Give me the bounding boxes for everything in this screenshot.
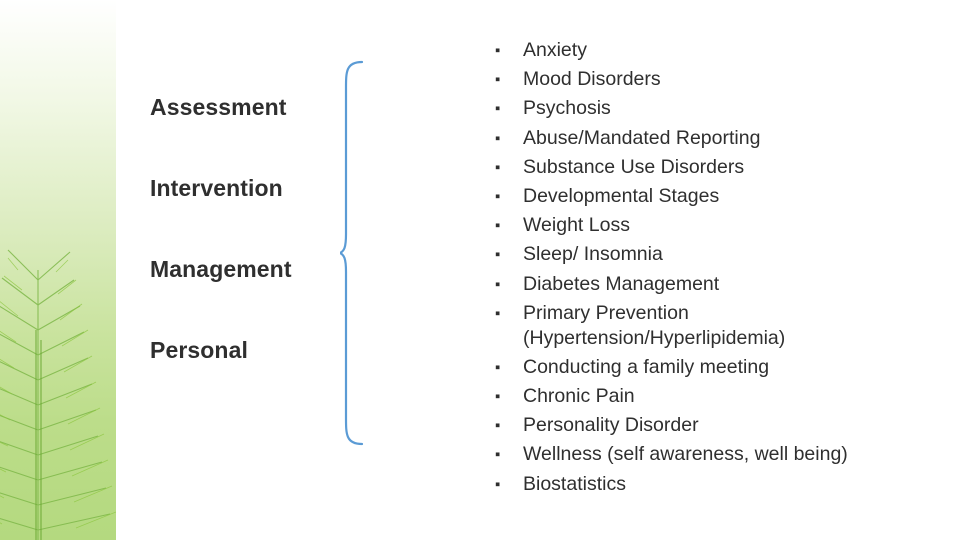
list-item: ▪ Chronic Pain	[495, 384, 945, 409]
list-item: ▪ Anxiety	[495, 38, 945, 63]
list-item-label: Anxiety	[523, 39, 587, 61]
list-item: ▪ Conducting a family meeting	[495, 355, 945, 380]
list-item: ▪ Psychosis	[495, 96, 945, 121]
list-item: ▪ Developmental Stages	[495, 184, 945, 209]
list-item-label: Primary Prevention (Hypertension/Hyperli…	[523, 301, 786, 349]
list-item-label: Developmental Stages	[523, 184, 720, 207]
list-item-label: Psychosis	[523, 97, 611, 120]
list-item-label: Chronic Pain	[523, 385, 635, 408]
category-label-assessment: Assessment	[150, 94, 287, 120]
category-label-personal: Personal	[150, 337, 248, 363]
list-item-label: Weight Loss	[523, 214, 630, 237]
list-item: ▪ Wellness (self awareness, well being)	[495, 442, 945, 467]
bullet-marker-icon: ▪	[495, 100, 501, 118]
list-item: ▪ Sleep/ Insomnia	[495, 242, 945, 267]
bullet-marker-icon: ▪	[495, 446, 501, 464]
list-item-label: Personality Disorder	[523, 414, 699, 437]
list-item: ▪ Primary Prevention (Hypertension/Hyper…	[495, 301, 945, 351]
list-item-label: Biostatistics	[523, 472, 626, 495]
bullet-marker-icon: ▪	[495, 417, 501, 435]
topic-bullet-list: ▪ Anxiety ▪ Mood Disorders ▪ Psychosis ▪…	[495, 38, 945, 501]
list-item: ▪ Substance Use Disorders	[495, 155, 945, 180]
category-label-intervention: Intervention	[150, 175, 283, 201]
list-item: ▪ Biostatistics	[495, 472, 945, 497]
bullet-marker-icon: ▪	[495, 129, 501, 147]
list-item: ▪ Personality Disorder	[495, 413, 945, 438]
tree-graphic-icon	[0, 249, 116, 540]
bullet-marker-icon: ▪	[495, 475, 501, 493]
bullet-marker-icon: ▪	[495, 71, 501, 89]
category-label-management: Management	[150, 256, 292, 282]
list-item-label: Wellness (self awareness, well being)	[523, 443, 848, 466]
bullet-marker-icon: ▪	[495, 42, 501, 59]
list-item-label: Conducting a family meeting	[523, 355, 770, 378]
list-item: ▪ Weight Loss	[495, 213, 945, 238]
bullet-marker-icon: ▪	[495, 358, 501, 376]
bullet-marker-icon: ▪	[495, 217, 501, 235]
list-item: ▪ Abuse/Mandated Reporting	[495, 126, 945, 151]
list-item-label: Sleep/ Insomnia	[523, 243, 663, 266]
bullet-marker-icon: ▪	[495, 158, 501, 176]
category-label-list: Assessment Intervention Management Perso…	[150, 96, 360, 362]
list-item: ▪ Mood Disorders	[495, 67, 945, 92]
bullet-marker-icon: ▪	[495, 388, 501, 406]
decorative-left-band	[0, 0, 116, 540]
bullet-marker-icon: ▪	[495, 304, 501, 322]
bullet-marker-icon: ▪	[495, 275, 501, 293]
list-item-label: Substance Use Disorders	[523, 155, 745, 178]
list-item-label: Mood Disorders	[523, 68, 661, 91]
brace-connector-icon	[340, 60, 364, 446]
bullet-marker-icon: ▪	[495, 246, 501, 264]
list-item-label: Diabetes Management	[523, 272, 720, 295]
list-item: ▪ Diabetes Management	[495, 272, 945, 297]
bullet-marker-icon: ▪	[495, 187, 501, 205]
list-item-label: Abuse/Mandated Reporting	[523, 126, 761, 149]
